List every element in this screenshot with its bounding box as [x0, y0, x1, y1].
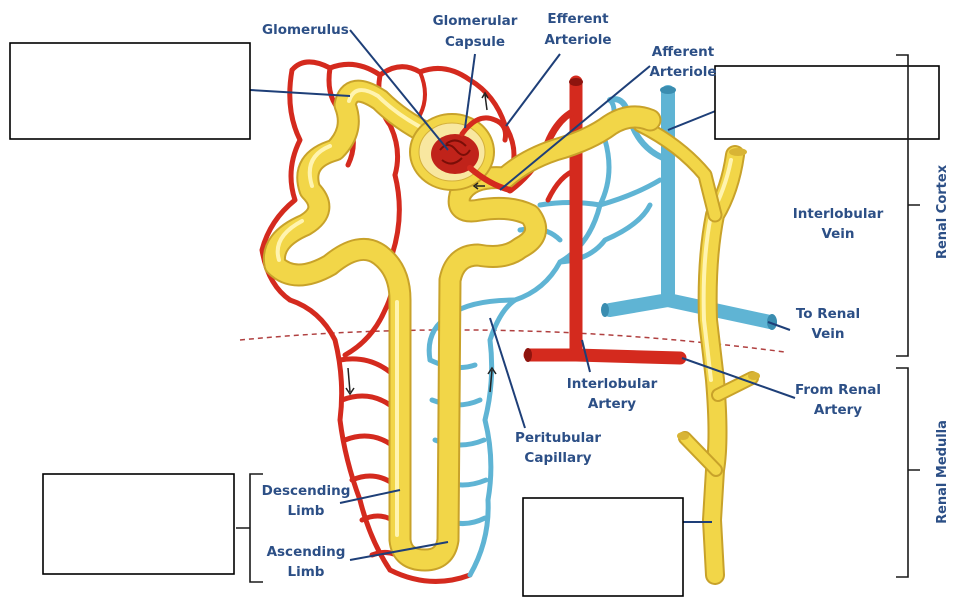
artery-open-end [569, 78, 583, 86]
label-glomerulus: Glomerulus [262, 22, 349, 38]
label-ascending-limb-2: Limb [288, 564, 325, 580]
label-descending-limb-2: Limb [288, 503, 325, 519]
medulla-bracket [896, 368, 920, 577]
duct-open-end [729, 148, 747, 156]
loop-bracket [236, 474, 263, 582]
answer-box-bottom-center[interactable] [523, 498, 683, 596]
label-interlobular-vein-2: Vein [821, 226, 854, 242]
label-efferent-arteriole-2: Arteriole [544, 32, 611, 48]
label-afferent-arteriole-1: Afferent [652, 44, 715, 60]
label-ascending-limb-1: Ascending [267, 544, 346, 560]
label-renal-cortex: Renal Cortex [935, 164, 950, 259]
label-descending-limb-1: Descending [262, 483, 351, 499]
label-to-renal-vein-2: Vein [811, 326, 844, 342]
vein-open-end [660, 86, 676, 94]
artery-open-end [524, 348, 532, 362]
label-from-renal-artery-2: Artery [814, 402, 862, 418]
label-peritubular-capillary-2: Capillary [524, 450, 591, 466]
vein-open-end [601, 303, 609, 317]
duct-open-end [677, 432, 689, 440]
answer-box-top-left[interactable] [10, 43, 250, 139]
label-to-renal-vein-1: To Renal [796, 306, 860, 322]
label-renal-medulla: Renal Medulla [935, 420, 950, 524]
duct-open-end [748, 372, 760, 380]
label-afferent-arteriole-2: Arteriole [649, 64, 716, 80]
label-glomerular-capsule-1: Glomerular [433, 13, 518, 29]
label-interlobular-artery-2: Artery [588, 396, 636, 412]
leader-efferent-arteriole [506, 54, 560, 126]
leader-blank-2 [668, 110, 718, 130]
label-interlobular-vein-1: Interlobular [793, 206, 884, 222]
label-efferent-arteriole-1: Efferent [547, 11, 609, 27]
label-interlobular-artery-1: Interlobular [567, 376, 658, 392]
leader-blank-1 [250, 90, 350, 96]
answer-box-bottom-left[interactable] [43, 474, 234, 574]
label-from-renal-artery-1: From Renal [795, 382, 881, 398]
label-glomerular-capsule-2: Capsule [445, 34, 505, 50]
label-peritubular-capillary-1: Peritubular [515, 430, 601, 446]
flow-arrow [348, 368, 350, 392]
answer-box-top-right[interactable] [715, 66, 939, 139]
